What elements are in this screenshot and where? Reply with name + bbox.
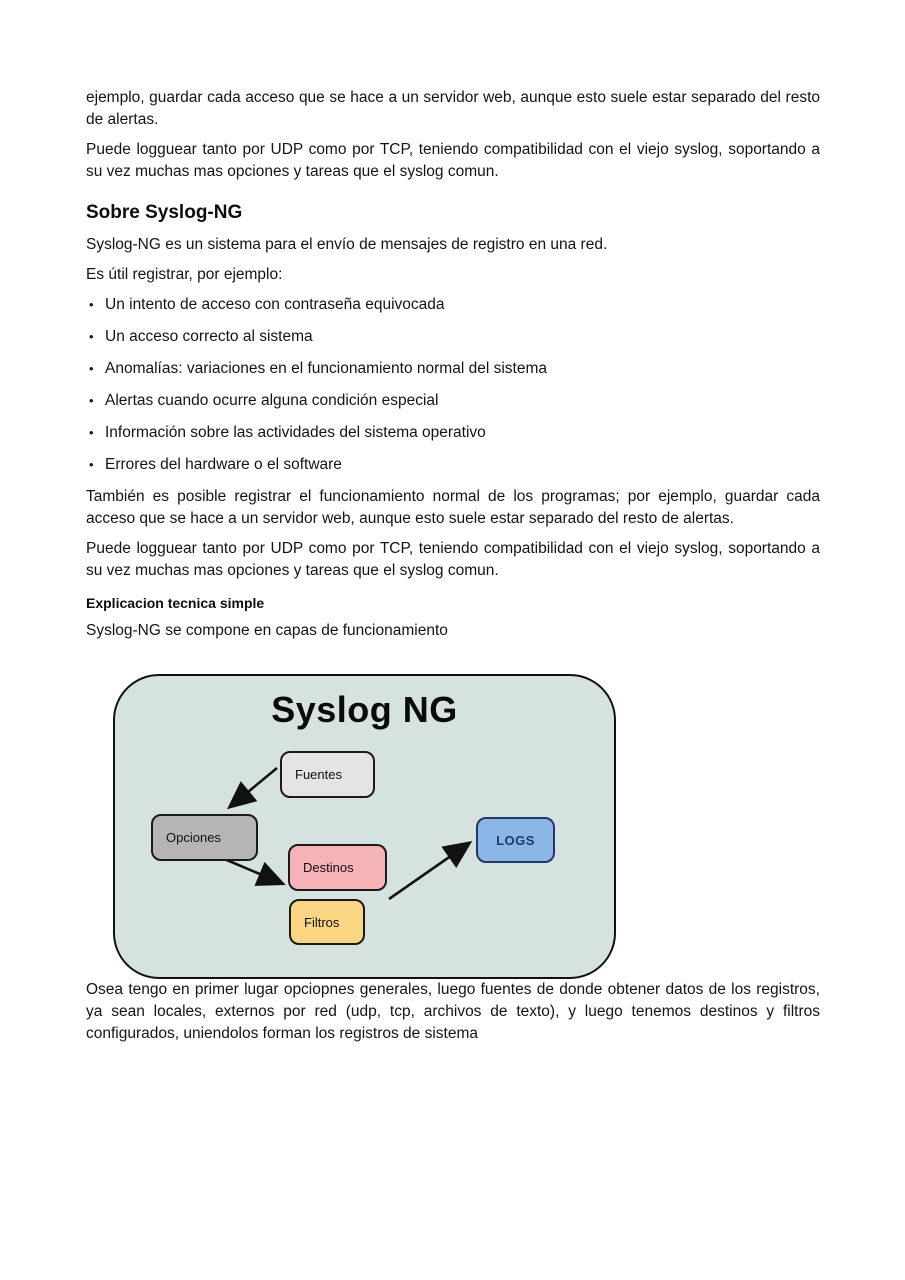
node-label: Destinos xyxy=(303,860,354,875)
list-item-text: Un intento de acceso con contraseña equi… xyxy=(105,296,445,313)
diagram-title: Syslog NG xyxy=(271,689,458,730)
syslog-ng-diagram: Syslog NG Fuentes Opciones Destinos xyxy=(113,674,616,979)
paragraph: También es posible registrar el funciona… xyxy=(86,488,820,527)
paragraph: Syslog-NG se compone en capas de funcion… xyxy=(86,622,448,639)
diagram-node-fuentes: Fuentes xyxy=(280,751,375,798)
list-item-text: Información sobre las actividades del si… xyxy=(105,424,486,441)
diagram-node-logs: LOGS xyxy=(476,817,555,863)
paragraph: Puede logguear tanto por UDP como por TC… xyxy=(86,540,820,579)
paragraph: Osea tengo en primer lugar opciopnes gen… xyxy=(86,981,820,1042)
arrow-filtros-to-logs xyxy=(388,841,473,901)
node-label: LOGS xyxy=(496,832,535,848)
node-label: Fuentes xyxy=(295,767,342,782)
arrow-opciones-to-destinos xyxy=(221,856,286,886)
diagram-arrows xyxy=(221,766,473,901)
bullet-icon: • xyxy=(89,329,94,344)
bullet-icon: • xyxy=(89,457,94,472)
section-heading: Sobre Syslog-NG xyxy=(86,202,243,223)
diagram-node-destinos: Destinos xyxy=(288,844,387,891)
bullet-icon: • xyxy=(89,425,94,440)
diagram-node-opciones: Opciones xyxy=(151,814,258,861)
paragraph: ejemplo, guardar cada acceso que se hace… xyxy=(86,89,820,128)
list-item: • Un intento de acceso con contraseña eq… xyxy=(86,294,820,316)
paragraph: Syslog-NG es un sistema para el envío de… xyxy=(86,236,608,253)
list-item: • Errores del hardware o el software xyxy=(86,454,820,476)
arrow-fuentes-to-opciones xyxy=(226,766,278,810)
list-item: • Anomalías: variaciones en el funcionam… xyxy=(86,358,820,380)
paragraph: Puede logguear tanto por UDP como por TC… xyxy=(86,141,820,180)
bullet-icon: • xyxy=(89,393,94,408)
list-item-text: Un acceso correcto al sistema xyxy=(105,328,313,345)
list-item: • Un acceso correcto al sistema xyxy=(86,326,820,348)
document-content: ejemplo, guardar cada acceso que se hace… xyxy=(86,0,820,1053)
bullet-list: • Un intento de acceso con contraseña eq… xyxy=(86,294,820,476)
list-item: • Información sobre las actividades del … xyxy=(86,422,820,444)
list-item-text: Anomalías: variaciones en el funcionamie… xyxy=(105,360,547,377)
bullet-icon: • xyxy=(89,297,94,312)
bullet-icon: • xyxy=(89,361,94,376)
node-label: Filtros xyxy=(304,914,340,930)
paragraph: Es útil registrar, por ejemplo: xyxy=(86,266,283,283)
node-label: Opciones xyxy=(166,830,221,845)
list-item-text: Errores del hardware o el software xyxy=(105,456,342,473)
list-item: • Alertas cuando ocurre alguna condición… xyxy=(86,390,820,412)
diagram-node-filtros: Filtros xyxy=(289,899,365,945)
sub-heading: Explicacion tecnica simple xyxy=(86,595,265,611)
list-item-text: Alertas cuando ocurre alguna condición e… xyxy=(105,392,439,409)
